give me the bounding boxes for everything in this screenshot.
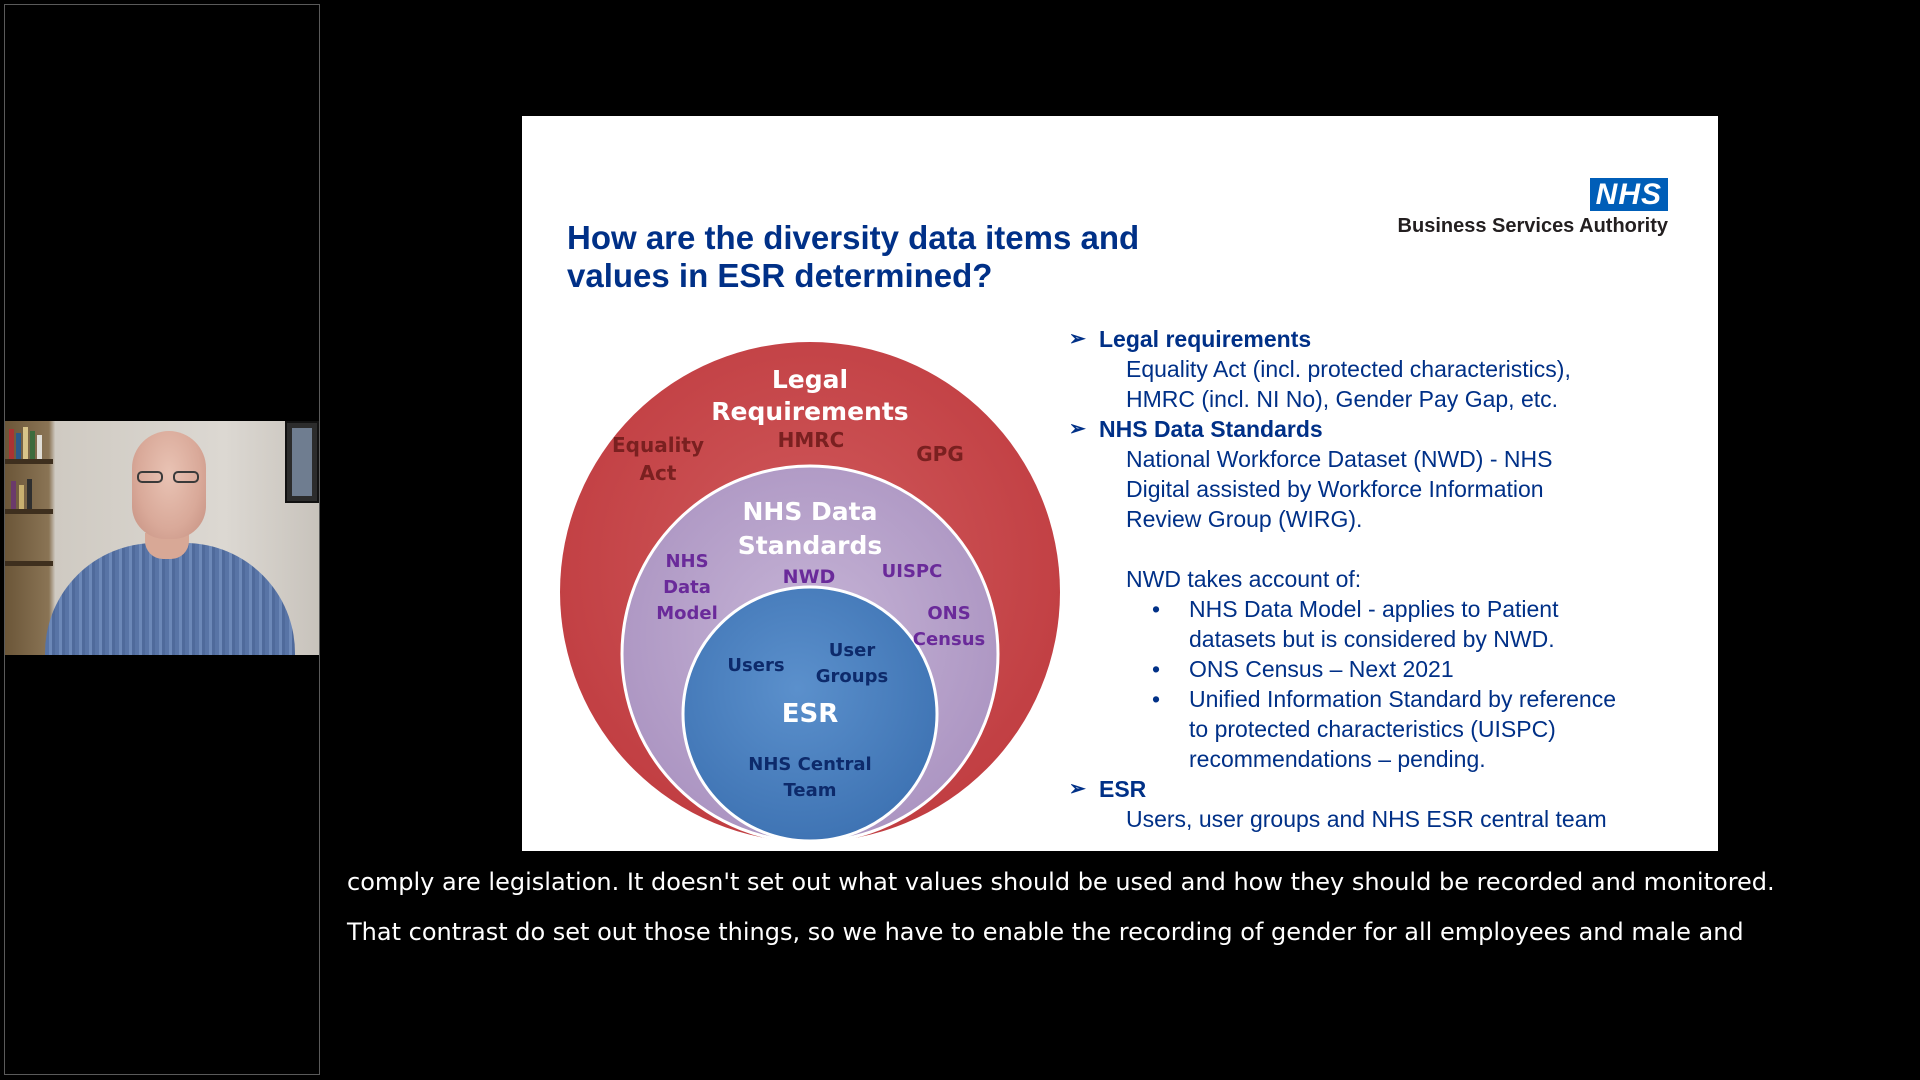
section-heading: ESR: [1099, 776, 1147, 802]
section-heading: NHS Data Standards: [1099, 416, 1323, 442]
venn-legal-title: Requirements: [711, 397, 908, 426]
venn-nhs-data-model: Model: [656, 603, 718, 624]
book: [30, 431, 35, 459]
venn-user-groups: User: [829, 640, 876, 661]
list-item: • ONS Census – Next 2021: [1126, 654, 1705, 684]
bullet-icon: •: [1152, 656, 1161, 682]
chevron-icon: ➢: [1069, 778, 1086, 800]
nhs-bsa-logo: NHS Business Services Authority: [1398, 178, 1668, 239]
list-item-text: Unified Information Standard by referenc…: [1189, 686, 1617, 712]
bullet-icon: •: [1152, 596, 1161, 622]
list-item-text: NHS Data Model - applies to Patient: [1189, 596, 1559, 622]
venn-legal-title: Legal: [772, 365, 848, 394]
book: [16, 433, 21, 459]
section-text: Equality Act (incl. protected characteri…: [1126, 356, 1571, 382]
section-nhs-data-standards: ➢ NHS Data Standards: [1065, 414, 1705, 444]
section-text: National Workforce Dataset (NWD) - NHS: [1126, 446, 1553, 472]
venn-uispc: UISPC: [882, 561, 943, 582]
venn-users: Users: [727, 655, 784, 676]
venn-nwd: NWD: [783, 566, 836, 588]
person-head: [132, 431, 206, 539]
section-text: Users, user groups and NHS ESR central t…: [1126, 806, 1607, 832]
chevron-icon: ➢: [1069, 328, 1086, 350]
section-text: Review Group (WIRG).: [1126, 506, 1363, 532]
book: [11, 481, 16, 509]
venn-diagram: Legal Requirements Equality Act HMRC GPG…: [560, 342, 1060, 844]
section-legal-requirements: ➢ Legal requirements: [1065, 324, 1705, 354]
live-captions: comply are legislation. It doesn't set o…: [347, 857, 1907, 957]
section-text: Digital assisted by Workforce Informatio…: [1126, 476, 1544, 502]
venn-gpg: GPG: [916, 442, 964, 466]
venn-nhs-central-team: Team: [784, 780, 837, 801]
venn-equality-act: Act: [640, 461, 677, 485]
bookshelf: [5, 509, 53, 514]
venn-hmrc: HMRC: [778, 428, 845, 452]
list-item: • Unified Information Standard by refere…: [1126, 684, 1705, 774]
venn-nhs-data-model: NHS: [665, 551, 708, 572]
chevron-icon: ➢: [1069, 418, 1086, 440]
book: [37, 435, 42, 459]
book: [19, 485, 24, 509]
book: [23, 427, 28, 459]
list-item-text: ONS Census – Next 2021: [1189, 656, 1454, 682]
section-heading: Legal requirements: [1099, 326, 1312, 352]
list-item-text: datasets but is considered by NWD.: [1189, 626, 1555, 652]
venn-nhs-central-team: NHS Central: [748, 754, 871, 775]
caption-line: That contrast do set out those things, s…: [347, 918, 1744, 946]
book: [27, 479, 32, 509]
nwd-sub-list: • NHS Data Model - applies to Patient da…: [1065, 594, 1705, 774]
venn-standards-title: NHS Data: [743, 497, 878, 526]
book: [9, 429, 14, 459]
venn-standards-title: Standards: [738, 531, 883, 560]
glasses: [137, 471, 201, 485]
participant-video[interactable]: [5, 421, 319, 655]
section-esr: ➢ ESR: [1065, 774, 1705, 804]
wall-picture: [285, 421, 319, 503]
venn-nhs-data-model: Data: [663, 577, 711, 598]
bookshelf: [5, 561, 53, 566]
bullet-icon: •: [1152, 686, 1161, 712]
caption-line: comply are legislation. It doesn't set o…: [347, 868, 1775, 896]
list-item-text: recommendations – pending.: [1189, 746, 1486, 772]
list-item: • NHS Data Model - applies to Patient da…: [1126, 594, 1705, 654]
nhs-logo-badge: NHS: [1589, 178, 1668, 211]
venn-esr-title: ESR: [782, 699, 839, 729]
slide-title: How are the diversity data items and val…: [567, 219, 1140, 294]
list-item-text: to protected characteristics (UISPC): [1189, 716, 1556, 742]
shared-slide: How are the diversity data items and val…: [522, 116, 1718, 851]
esr-circle: [681, 585, 939, 843]
slide-bullet-list: ➢ Legal requirements Equality Act (incl.…: [1065, 324, 1705, 834]
venn-ons-census: ONS: [927, 603, 970, 624]
section-text: HMRC (incl. NI No), Gender Pay Gap, etc.: [1126, 386, 1559, 412]
spacer: [1065, 534, 1705, 564]
venn-equality-act: Equality: [612, 433, 704, 457]
bookshelf: [5, 459, 53, 464]
section-text: NWD takes account of:: [1126, 566, 1362, 592]
venn-ons-census: Census: [913, 629, 985, 650]
nhs-logo-subtitle: Business Services Authority: [1397, 215, 1668, 237]
venn-user-groups: Groups: [816, 666, 888, 687]
